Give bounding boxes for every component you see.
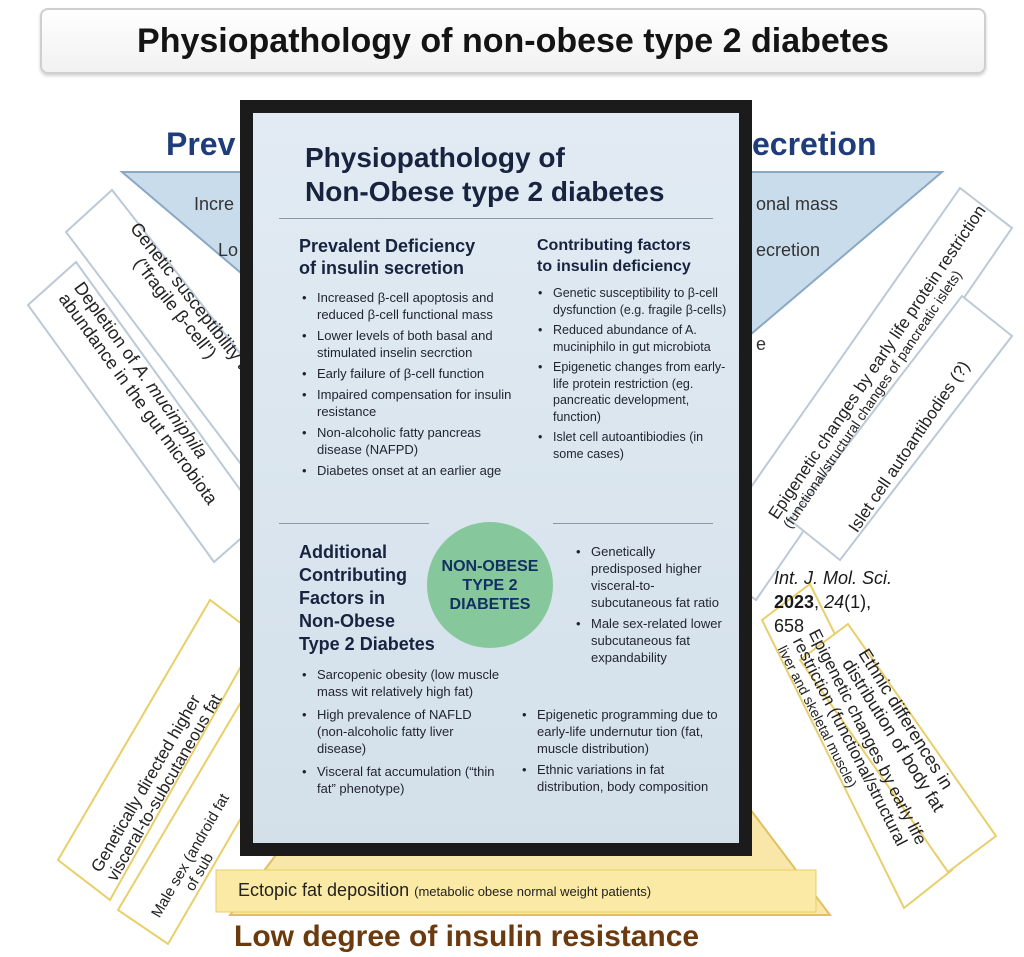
divider-mid-right [553,523,713,524]
list-item: Visceral fat accumulation (“thin fat” ph… [301,763,501,797]
list-item: Male sex-related lower subcutaneous fat … [575,615,727,666]
prevalent-deficiency-heading: Prevalent Deficiency of insulin secretio… [299,236,476,278]
additional-heading-line: Non-Obese [299,611,396,631]
triangle-text-left-1: Incre [194,194,235,214]
summary-card: Physiopathology of Non-Obese type 2 diab… [240,100,752,856]
ectopic-fat-label: Ectopic fat deposition (metabolic obese … [238,880,652,900]
additional-heading-line: Type 2 Diabetes [299,634,435,654]
list-item: Epigenetic programming due to early-life… [521,706,733,757]
additional-heading-line: Contributing [299,565,407,585]
triangle-text-left-2: Lo [218,240,239,260]
summary-card-body: Physiopathology of Non-Obese type 2 diab… [253,113,739,843]
list-item: High prevalence of NAFLD (non-alcoholic … [301,706,501,757]
list-item: Genetic susceptibility to β-cell dysfunc… [537,285,733,318]
top-heading-right: ecretion [752,126,877,162]
right-box-autoantibodies [788,294,1014,562]
triangle-text-right-2: ecretion [756,240,821,260]
list-item: Ethnic variations in fat distribution, b… [521,761,733,795]
triangle-text-right-3: e [756,334,767,354]
additional-factors-list: Sarcopenic obesity (low muscle mass wit … [301,666,501,797]
list-item: Impaired compensation for insulin resist… [301,386,523,420]
title-banner: Physiopathology of non-obese type 2 diab… [40,8,986,74]
list-item: Reduced abundance of A. muciniphilo in g… [537,322,733,355]
additional-heading-line: Additional [299,542,387,562]
list-item: Diabetes onset at an earlier age [301,462,523,479]
list-item: Sarcopenic obesity (low muscle mass wit … [301,666,501,700]
list-item: Increased β-cell apoptosis and reduced β… [301,289,523,323]
card-title: Physiopathology of Non-Obese type 2 diab… [305,142,665,207]
list-item: Islet cell autoantibiodies (in some case… [537,429,733,462]
list-item: Epigenetic changes from early-life prote… [537,359,733,425]
ectopic-bar [215,869,817,913]
contributing-factors-heading: Contributing factors to insulin deficien… [537,237,691,275]
fat-distribution-list: Genetically predisposed higher visceral-… [575,543,727,666]
prevalent-deficiency-list: Increased β-cell apoptosis and reduced β… [301,289,523,479]
list-item: Early failure of β-cell function [301,365,523,382]
non-obese-t2d-circle: NON-OBESE TYPE 2 DIABETES [427,522,553,648]
low-insulin-resistance-heading: Low degree of insulin resistance [234,920,700,953]
bottom-right-box-2 [798,622,998,874]
programming-ethnicity-list: Epigenetic programming due to early-life… [521,706,733,795]
list-item: Lower levels of both basal and stimulate… [301,327,523,361]
divider-top [279,218,713,219]
divider-mid-left [279,523,429,524]
citation: Int. J. Mol. Sci. 2023, 24(1), 658 [774,568,893,636]
triangle-text-right-1: onal mass [756,194,839,214]
list-item: Genetically predisposed higher visceral-… [575,543,727,611]
list-item: Non-alcoholic fatty pancreas disease (NA… [301,424,523,458]
top-heading-left: Prev [166,126,236,162]
additional-heading-line: Factors in [299,588,386,608]
contributing-factors-list: Genetic susceptibility to β-cell dysfunc… [537,285,733,462]
page-title: Physiopathology of non-obese type 2 diab… [137,22,889,60]
